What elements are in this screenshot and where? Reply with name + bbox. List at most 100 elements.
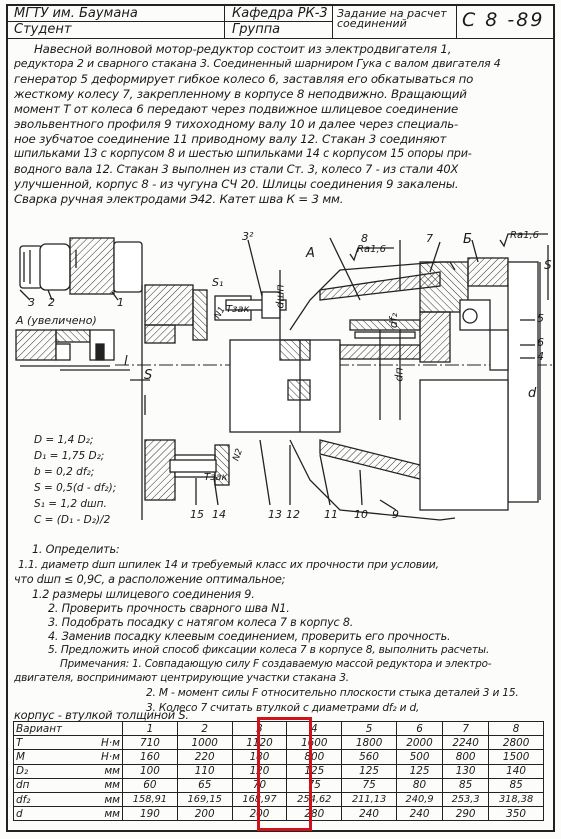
label-s-right: S <box>544 258 552 272</box>
param-unit: мм <box>84 777 123 793</box>
table-cell: 710 <box>122 735 178 751</box>
description-line: шпильками 13 с корпусом 8 и шестью шпиль… <box>14 147 472 160</box>
table-cell: 1120 <box>231 735 288 751</box>
variant-number: 3 <box>231 720 288 737</box>
label-s1: S₁ <box>212 276 224 289</box>
table-cell: 70 <box>231 777 288 793</box>
label-df2: df₂ <box>387 312 401 329</box>
formula: C = (D₁ - D₂)/2 <box>34 514 111 526</box>
param-name: d <box>13 806 84 822</box>
institution-label: МГТУ им. Баумана <box>14 6 138 21</box>
note-line: 2. М - момент силы F относительно плоско… <box>146 687 519 699</box>
param-name: D₂ <box>13 763 84 779</box>
table-cell: 75 <box>341 777 397 793</box>
variant-number: 2 <box>176 720 233 737</box>
table-cell: 220 <box>176 749 233 765</box>
task-line: 5. Предложить иной способ фиксации колес… <box>48 644 490 656</box>
label-ra16-b: Ra1,6 <box>510 230 539 241</box>
param-name: df₂ <box>13 791 84 808</box>
table-cell: 800 <box>442 749 490 765</box>
table-cell: 560 <box>341 749 397 765</box>
motor-sketch <box>19 237 143 301</box>
task-line: 3. Подобрать посадку с натягом колеса 7 … <box>48 616 354 629</box>
worksheet <box>6 4 555 832</box>
table-cell: 125 <box>341 763 397 779</box>
callout: 3 <box>28 296 35 309</box>
description-line: ное зубчатое соединение 11 приводному ва… <box>14 132 447 146</box>
param-unit: мм <box>84 806 123 822</box>
param-name: T <box>13 735 84 751</box>
table-cell: 240,9 <box>395 791 444 808</box>
table-cell: 1500 <box>488 749 544 765</box>
task-line: 1.2 размеры шлицевого соединения 9. <box>32 588 255 601</box>
description-line: Сварка ручная электродами Э42. Катет шва… <box>14 192 344 206</box>
table-cell: 200 <box>231 806 288 822</box>
table-cell: 169,15 <box>176 791 233 808</box>
table-row: df₂ мм 158,91 169,15 168,97 254,62 211,1… <box>13 791 544 808</box>
table-cell: 85 <box>488 777 544 793</box>
table-cell: 254,62 <box>286 791 343 808</box>
variant-number: 1 <box>122 720 178 737</box>
table-cell: 80 <box>395 777 444 793</box>
callout: 14 <box>212 508 226 521</box>
detail-a <box>15 329 130 371</box>
task-line: 2. Проверить прочность сварного шва N1. <box>48 602 290 615</box>
description-line: генератор 5 деформирует гибкое колесо 6,… <box>14 72 474 86</box>
table-cell: 350 <box>488 806 544 822</box>
callout: 15 <box>190 508 204 521</box>
description-line: жесткому колесу 7, закрепленному в корпу… <box>14 87 467 101</box>
table-row: T Н·м 710 1000 1120 1600 1800 2000 2240 … <box>13 735 544 751</box>
formula: S₁ = 1,2 dшп. <box>34 498 107 510</box>
param-unit: Н·м <box>84 749 123 765</box>
table-cell: 85 <box>442 777 490 793</box>
formula: D₁ = 1,75 D₂; <box>34 450 105 462</box>
variant-number: 5 <box>341 720 397 737</box>
table-cell: 65 <box>176 777 233 793</box>
callout: 6 <box>537 336 544 349</box>
table-row: d мм 190 200 200 280 240 240 290 350 <box>13 806 544 822</box>
table-cell: 1000 <box>176 735 233 751</box>
table-cell: 1800 <box>341 735 397 751</box>
table-cell: 500 <box>395 749 444 765</box>
table-cell: 100 <box>122 763 178 779</box>
table-cell: 800 <box>286 749 343 765</box>
table-cell: 211,13 <box>341 791 397 808</box>
detail-a-caption: А (увеличено) <box>16 314 97 327</box>
variant-number: 6 <box>395 720 444 737</box>
callout: 5 <box>537 312 544 325</box>
label-l: l <box>124 354 128 369</box>
table-cell: 110 <box>176 763 233 779</box>
callout: 9 <box>392 508 399 521</box>
table-row: D₂ мм 100 110 120 125 125 125 130 140 <box>13 763 544 779</box>
param-unit: мм <box>84 763 123 779</box>
description-line: эвольвентного профиля 9 тихоходному валу… <box>14 117 459 131</box>
callout: 13 <box>268 508 282 521</box>
table-cell: 253,3 <box>442 791 490 808</box>
note-line: корпус - втулкой толщиной S. <box>14 708 189 722</box>
group-label: Группа <box>232 22 281 37</box>
note-line: Примечания: 1. Совпадающую силу F создав… <box>60 658 492 670</box>
table-cell: 125 <box>286 763 343 779</box>
table-cell: 160 <box>122 749 178 765</box>
table-cell: 60 <box>122 777 178 793</box>
label-b: Б <box>463 232 472 247</box>
param-unit: Н·м <box>84 735 123 751</box>
variant-number: 7 <box>442 720 490 737</box>
table-row: dп мм 60 65 70 75 75 80 85 85 <box>13 777 544 793</box>
formula: S = 0,5(d - df₂); <box>34 482 117 494</box>
label-a: А <box>306 246 315 261</box>
label-d: d <box>528 386 537 401</box>
param-name: M <box>13 749 84 765</box>
variant-number: 8 <box>488 720 544 737</box>
callout: 11 <box>324 508 338 521</box>
table-cell: 180 <box>231 749 288 765</box>
table-cell: 290 <box>442 806 490 822</box>
description-line: редуктора 2 и сварного стакана 3. Соедин… <box>14 57 501 70</box>
department-label: Кафедра РК-3 <box>232 6 328 21</box>
param-unit: мм <box>84 791 123 808</box>
note-line: 3. Колесо 7 считать втулкой с диаметрами… <box>146 702 420 714</box>
sheet-code: С 8 -89 <box>462 9 545 31</box>
table-cell: 240 <box>395 806 444 822</box>
callout: 7 <box>426 232 433 245</box>
table-cell: 240 <box>341 806 397 822</box>
